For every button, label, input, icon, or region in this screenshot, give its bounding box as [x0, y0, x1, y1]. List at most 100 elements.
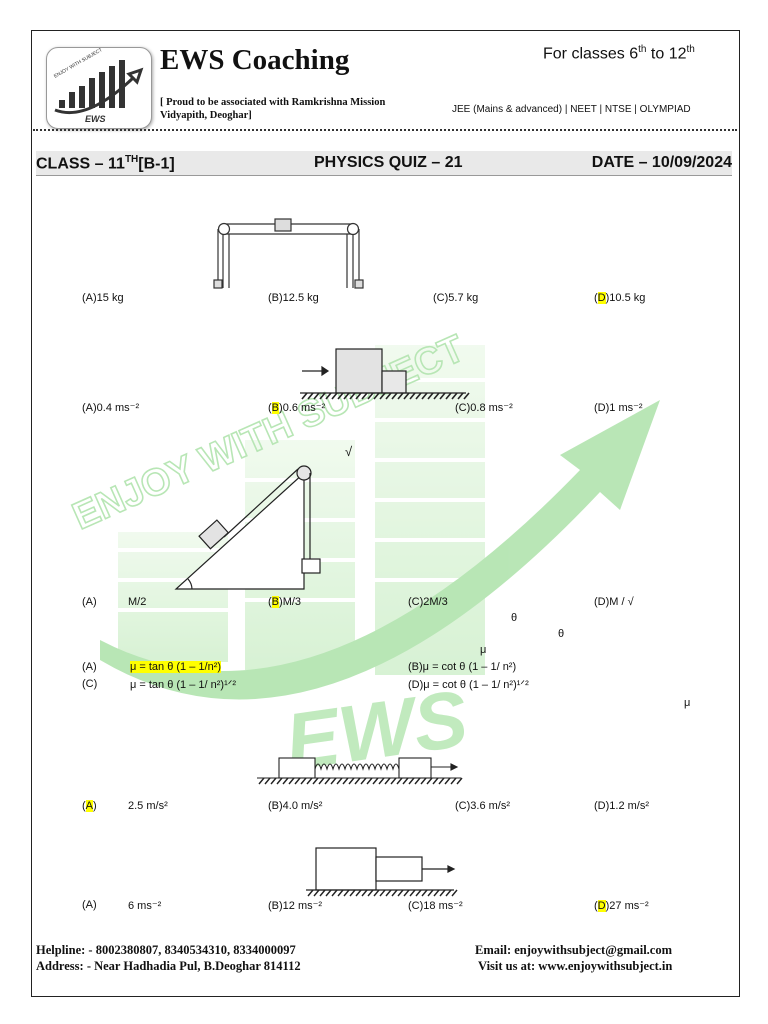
- question-1-option-a: (A)15 kg: [82, 292, 124, 304]
- ground-hatch: [343, 392, 350, 400]
- question-5-option-c: (C)3.6 m/s²: [455, 800, 510, 812]
- ground-hatch: [457, 392, 464, 400]
- ground-hatch: [372, 777, 379, 785]
- brand-name: EWS Coaching: [160, 44, 350, 76]
- option-text: 10.5 kg: [609, 292, 646, 304]
- ground-hatch: [385, 392, 392, 400]
- ground-hatch: [397, 889, 404, 897]
- mu-symbol: μ: [480, 644, 487, 656]
- ground-hatch: [390, 777, 397, 785]
- ground-hatch: [294, 777, 301, 785]
- option-label: (C): [408, 900, 424, 912]
- answer-highlight: B: [271, 402, 280, 414]
- ground-hatch: [450, 777, 457, 785]
- option-text: M / √: [609, 596, 634, 608]
- ground-hatch: [384, 777, 391, 785]
- website: Visit us at: www.enjoywithsubject.in: [478, 959, 673, 973]
- ground-hatch: [270, 777, 277, 785]
- ground-hatch: [301, 392, 308, 400]
- ground-hatch: [313, 889, 320, 897]
- ground-hatch: [385, 889, 392, 897]
- ground-hatch: [420, 777, 427, 785]
- ground-hatch: [361, 392, 368, 400]
- option-label: (D): [594, 800, 610, 812]
- ground-hatch: [403, 392, 410, 400]
- ground-hatch: [313, 392, 320, 400]
- option-label: (B): [408, 661, 423, 673]
- ground-hatch: [264, 777, 271, 785]
- ground-hatch: [360, 777, 367, 785]
- option-text: 0.4 ms⁻²: [96, 402, 140, 414]
- option-label: (A): [82, 596, 97, 608]
- exam-list: JEE (Mains & advanced) | NEET | NTSE | O…: [452, 104, 691, 115]
- option-label: (D): [594, 292, 610, 304]
- ground-hatch: [367, 889, 374, 897]
- answer-highlight: D: [597, 292, 606, 304]
- ground-hatch: [258, 777, 265, 785]
- ground-hatch: [276, 777, 283, 785]
- ground-hatch: [414, 777, 421, 785]
- ground-hatch: [378, 777, 385, 785]
- ground-hatch: [379, 392, 386, 400]
- ground-hatch: [396, 777, 403, 785]
- svg-text:ENJOY WITH SUBJECT: ENJOY WITH SUBJECT: [53, 48, 104, 80]
- option-label: (B): [268, 900, 283, 912]
- ground-hatch: [319, 889, 326, 897]
- question-5-option-b: (B)4.0 m/s²: [268, 800, 322, 812]
- answer-highlight: A: [85, 800, 94, 812]
- question-4-option-b: (B)μ = cot θ (1 – 1/ n²): [408, 661, 516, 673]
- ground-hatch: [379, 889, 386, 897]
- option-text: M/2: [128, 596, 147, 608]
- ground-hatch: [331, 392, 338, 400]
- ground-hatch: [348, 777, 355, 785]
- option-label: (C): [455, 402, 471, 414]
- email: Email: enjoywithsubject@gmail.com: [475, 943, 673, 957]
- ground-hatch: [355, 392, 362, 400]
- option-label: (C): [408, 596, 424, 608]
- option-label: (B): [268, 596, 283, 608]
- option-text: 12.5 kg: [282, 292, 319, 304]
- question-2-option-d: (D)1 ms⁻²: [594, 401, 643, 414]
- option-label: (C): [82, 678, 98, 690]
- figure-incline-wedge: [174, 465, 321, 590]
- ground-hatch: [397, 392, 404, 400]
- ground-hatch: [415, 392, 422, 400]
- ground-hatch: [307, 889, 314, 897]
- ground-hatch: [349, 392, 356, 400]
- mu-symbol: μ: [684, 697, 691, 709]
- theta-symbol: θ: [558, 628, 565, 640]
- option-text: 1 ms⁻²: [609, 402, 643, 414]
- ground-hatch: [409, 392, 416, 400]
- question-6-option-c: (C)18 ms⁻²: [408, 899, 463, 912]
- ground-hatch: [444, 777, 451, 785]
- question-4-option-d: (D)μ = cot θ (1 – 1/ n²)¹ᐟ²: [408, 678, 529, 691]
- option-text: M/3: [282, 596, 302, 608]
- question-2-option-c: (C)0.8 ms⁻²: [455, 401, 513, 414]
- ground-hatch: [433, 392, 440, 400]
- ground-hatch: [433, 889, 440, 897]
- ground-hatch: [282, 777, 289, 785]
- ground-hatch: [324, 777, 331, 785]
- option-text: μ = tan θ (1 – 1/ n²)¹ᐟ²: [130, 679, 237, 691]
- option-label: (A): [82, 292, 97, 304]
- ground-hatch: [451, 889, 458, 897]
- ground-hatch: [408, 777, 415, 785]
- option-label: (B): [268, 292, 283, 304]
- option-text: 3.6 m/s²: [470, 800, 511, 812]
- option-text: 2M/3: [423, 596, 448, 608]
- ground-hatch: [325, 392, 332, 400]
- option-text: 27 ms⁻²: [609, 900, 649, 912]
- ground-hatch: [426, 777, 433, 785]
- ground-hatch: [349, 889, 356, 897]
- option-label: (D): [594, 596, 610, 608]
- ground-hatch: [307, 392, 314, 400]
- figure-two-blocks: [300, 348, 470, 400]
- option-label: (C): [433, 292, 449, 304]
- ground-hatch: [427, 889, 434, 897]
- classes-range: For classes 6th to 12th: [543, 44, 695, 63]
- ground-hatch: [367, 392, 374, 400]
- quiz-title: PHYSICS QUIZ – 21: [314, 154, 463, 171]
- sqrt-symbol: √: [345, 444, 353, 459]
- ground-hatch: [439, 889, 446, 897]
- ground-hatch: [336, 777, 343, 785]
